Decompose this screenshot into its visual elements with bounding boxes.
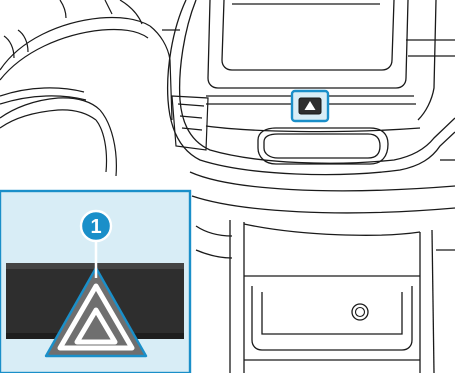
callout-number: 1: [90, 216, 101, 238]
callout-marker: 1: [81, 211, 111, 241]
round-knob: [352, 304, 368, 320]
hazard-button-location: [292, 91, 328, 121]
inset-detail-panel: 1: [0, 191, 190, 373]
